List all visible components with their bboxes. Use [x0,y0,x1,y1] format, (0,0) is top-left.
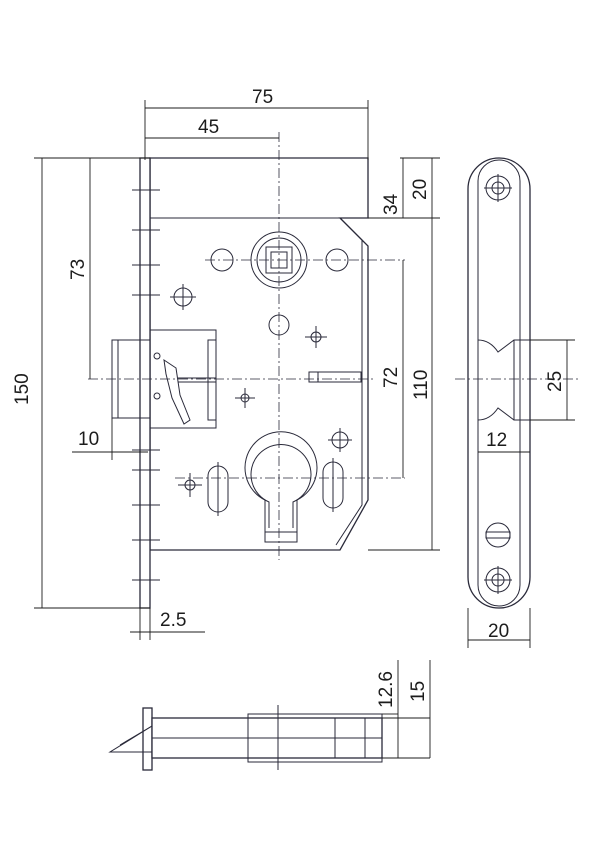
dim-10: 10 [78,429,99,450]
dim-15: 15 [408,681,429,702]
faceplate-screw-marks [132,189,160,581]
dim-72: 72 [381,367,402,388]
dim-34: 34 [381,193,402,215]
dim-45: 45 [198,117,219,138]
strike-plate-outline [467,157,531,609]
lock-pin [308,371,362,383]
dimension-lines [34,100,440,640]
strike-screw-top [484,174,512,202]
dim-12-6: 12.6 [376,671,397,708]
dim-12: 12 [486,430,507,451]
lock-case-outline [149,157,369,551]
cylinder-cutout-inner [250,444,312,528]
cylinder-cam [264,531,298,543]
strike-screw-bottom [484,566,512,594]
strike-dimension-lines [467,339,575,648]
dim-20-top: 20 [410,179,431,200]
dim-73: 73 [68,259,89,280]
strike-slot [485,522,511,548]
strike-latch-pocket [513,339,531,421]
screw-cross-center [235,388,255,408]
lock-case-front-view [88,132,405,609]
cylinder-cutout [244,431,318,533]
dim-20-strike: 20 [488,621,509,642]
side-faceplate [142,707,153,771]
strike-plate [455,157,580,609]
screw-cross-upper-left [170,284,196,310]
screw-cross-lower-right [328,428,352,452]
side-dimension-lines [382,660,431,759]
dim-110: 110 [411,370,432,400]
dim-75: 75 [252,87,273,108]
dim-2-5: 2.5 [160,610,186,631]
screw-cross-middle-right [305,326,327,348]
dim-150: 150 [12,373,33,405]
case-chamfer-inner [335,217,363,546]
strike-plate-inner [477,159,521,607]
screw-cross-lower-left [178,473,202,497]
dim-25: 25 [545,371,566,392]
lock-side-view [108,705,383,771]
